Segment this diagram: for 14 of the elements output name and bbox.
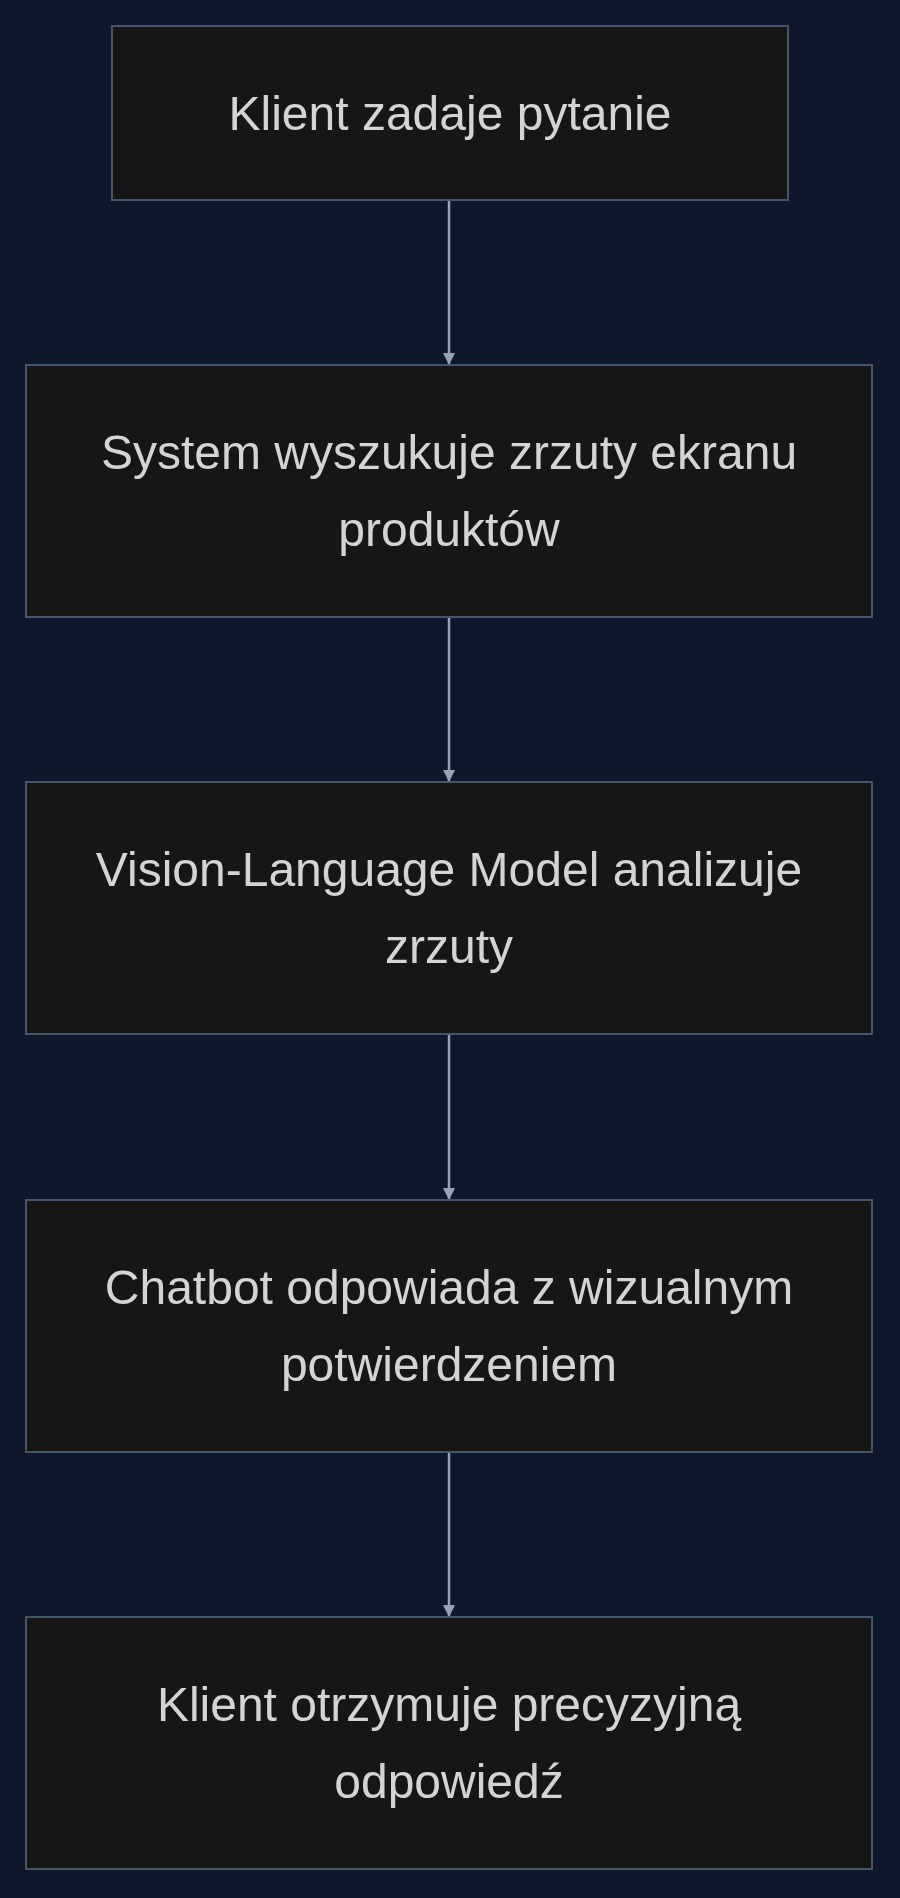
- process-box: [25, 781, 873, 1035]
- process-box: [111, 25, 789, 201]
- process-box: [25, 1199, 873, 1453]
- process-box: [25, 1616, 873, 1870]
- arrow: [443, 201, 455, 365]
- box-label: Vision-Language Model analizuje zrzuty: [94, 842, 804, 975]
- arrow: [443, 1035, 455, 1200]
- process-box: [25, 364, 873, 618]
- box-label: System wyszukuje zrzuty ekranu produktów: [99, 425, 799, 558]
- box-label: Klient zadaje pytanie: [228, 85, 672, 142]
- arrow: [443, 1453, 455, 1617]
- box-label: Klient otrzymuje precyzyjną odpowiedź: [155, 1677, 743, 1810]
- box-label: Chatbot odpowiada z wizualnym potwierdzeniem: [103, 1260, 795, 1393]
- arrow: [443, 618, 455, 782]
